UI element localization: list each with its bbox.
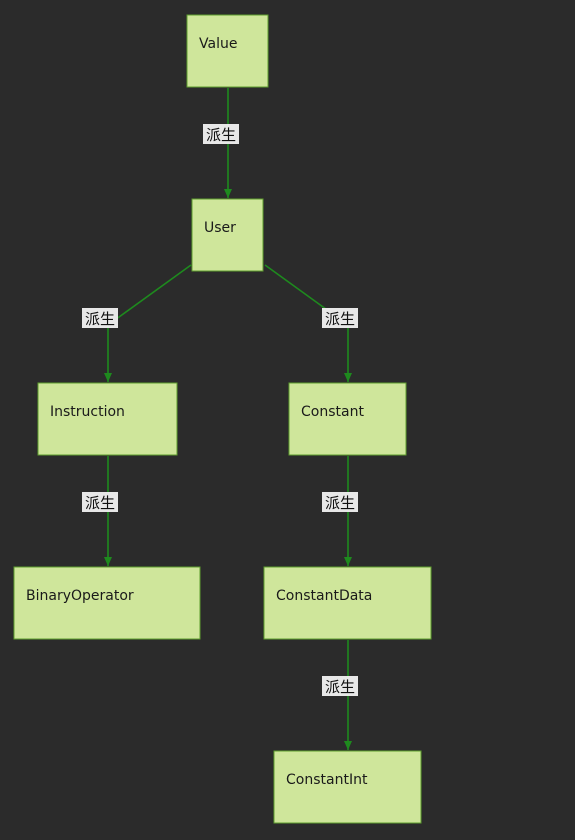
node-constant-data-label: ConstantData bbox=[276, 588, 372, 604]
edge-label-instruction-to-binary-operator: 派生 bbox=[82, 492, 118, 512]
edge-label-constant-data-to-constant-int: 派生 bbox=[322, 676, 358, 696]
node-value-label: Value bbox=[199, 36, 237, 52]
svg-text:派生: 派生 bbox=[206, 126, 236, 144]
node-binary-operator-label: BinaryOperator bbox=[26, 588, 134, 604]
node-constant-int[interactable]: ConstantInt bbox=[273, 750, 422, 824]
node-instruction[interactable]: Instruction bbox=[37, 382, 178, 456]
svg-text:派生: 派生 bbox=[85, 494, 115, 512]
node-constant-int-label: ConstantInt bbox=[286, 772, 368, 788]
svg-text:派生: 派生 bbox=[325, 678, 355, 696]
edge-label-value-to-user: 派生 bbox=[203, 124, 239, 144]
node-value[interactable]: Value bbox=[186, 14, 269, 88]
node-user-label: User bbox=[204, 220, 236, 236]
node-user[interactable]: User bbox=[191, 198, 264, 272]
svg-text:派生: 派生 bbox=[325, 310, 355, 328]
edge-label-constant-to-constant-data: 派生 bbox=[322, 492, 358, 512]
node-binary-operator[interactable]: BinaryOperator bbox=[13, 566, 201, 640]
node-constant-data[interactable]: ConstantData bbox=[263, 566, 432, 640]
edge-label-user-to-instruction: 派生 bbox=[82, 308, 118, 328]
node-instruction-label: Instruction bbox=[50, 404, 125, 420]
edge-user-to-instruction bbox=[104, 264, 192, 382]
node-constant-label: Constant bbox=[301, 404, 364, 420]
svg-text:派生: 派生 bbox=[85, 310, 115, 328]
edge-label-user-to-constant: 派生 bbox=[322, 308, 358, 328]
svg-text:派生: 派生 bbox=[325, 494, 355, 512]
node-constant[interactable]: Constant bbox=[288, 382, 407, 456]
